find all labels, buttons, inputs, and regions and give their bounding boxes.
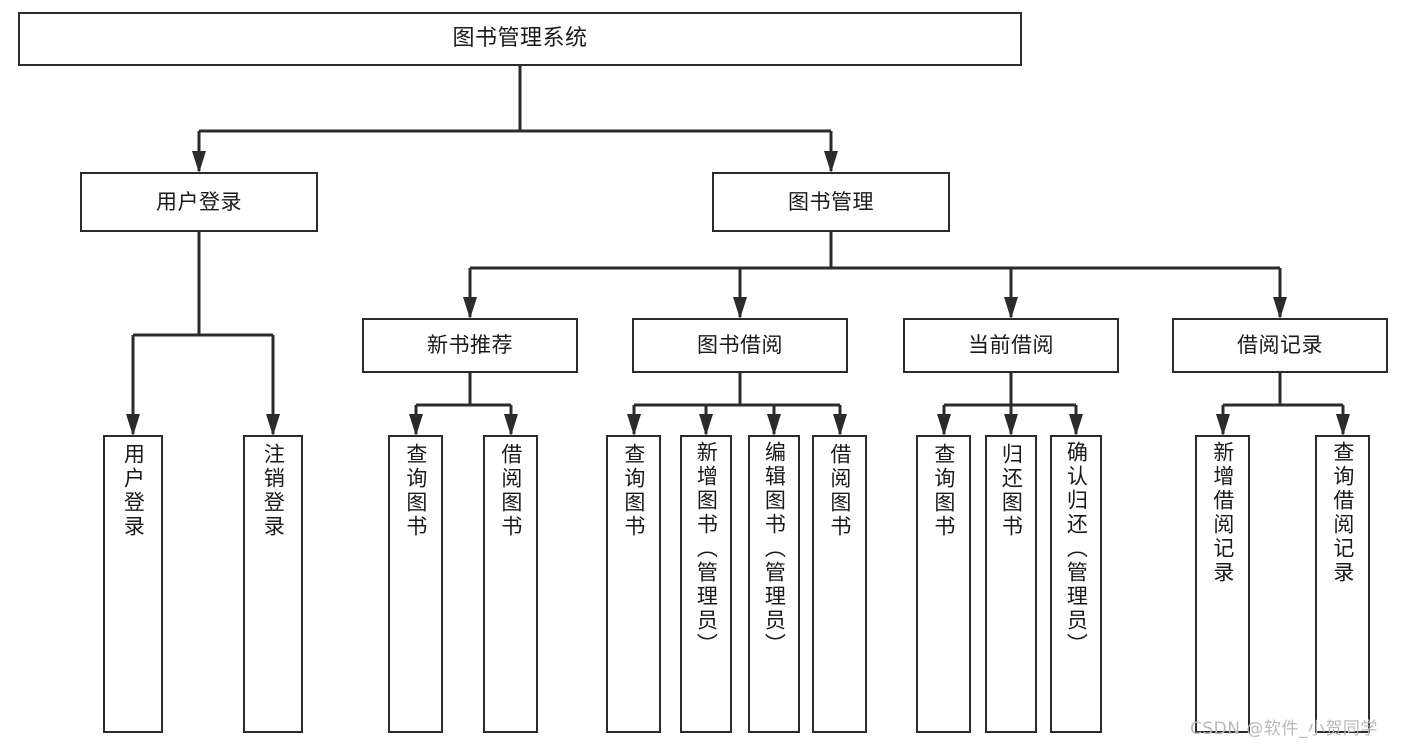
node-label: 借阅记录: [1237, 333, 1323, 358]
node-label: 新增图书（管理员）: [694, 441, 719, 657]
node-label: 确认归还（管理员）: [1064, 441, 1089, 657]
node-label: 用户登录: [121, 443, 146, 539]
node-leaf-query-record[interactable]: 查询借阅记录: [1315, 435, 1370, 733]
node-label: 注销登录: [261, 443, 286, 539]
node-label: 查询图书: [931, 443, 956, 539]
node-book-borrow[interactable]: 图书借阅: [632, 318, 848, 373]
node-label: 借阅图书: [827, 443, 852, 539]
node-label: 图书管理: [788, 189, 874, 214]
node-borrow-record[interactable]: 借阅记录: [1172, 318, 1388, 373]
node-label: 图书借阅: [697, 333, 783, 358]
node-leaf-add-record[interactable]: 新增借阅记录: [1195, 435, 1250, 733]
node-label: 查询图书: [621, 443, 646, 539]
node-label: 归还图书: [999, 443, 1024, 539]
node-new-book-rec[interactable]: 新书推荐: [362, 318, 578, 373]
node-leaf-user-login[interactable]: 用户登录: [103, 435, 163, 733]
node-user-login[interactable]: 用户登录: [80, 172, 318, 232]
node-leaf-edit-book[interactable]: 编辑图书（管理员）: [748, 435, 800, 733]
node-label: 借阅图书: [498, 443, 523, 539]
node-label: 用户登录: [156, 189, 242, 214]
node-label: 新书推荐: [427, 333, 513, 358]
node-leaf-query-book-3[interactable]: 查询图书: [916, 435, 971, 733]
watermark-text: CSDN @软件_小贺同学: [1190, 719, 1378, 739]
node-current-borrow[interactable]: 当前借阅: [903, 318, 1119, 373]
node-label: 图书管理系统: [452, 26, 588, 52]
node-label: 查询图书: [403, 443, 428, 539]
node-leaf-add-book[interactable]: 新增图书（管理员）: [680, 435, 732, 733]
node-label: 当前借阅: [968, 333, 1054, 358]
node-leaf-return-book[interactable]: 归还图书: [985, 435, 1037, 733]
node-label: 查询借阅记录: [1330, 441, 1355, 585]
node-leaf-query-book-2[interactable]: 查询图书: [606, 435, 661, 733]
node-label: 编辑图书（管理员）: [762, 441, 787, 657]
node-leaf-query-book-1[interactable]: 查询图书: [388, 435, 443, 733]
node-label: 新增借阅记录: [1210, 441, 1235, 585]
node-book-manage[interactable]: 图书管理: [712, 172, 950, 232]
node-leaf-confirm-return[interactable]: 确认归还（管理员）: [1050, 435, 1102, 733]
node-root[interactable]: 图书管理系统: [18, 12, 1022, 66]
node-leaf-borrow-book-2[interactable]: 借阅图书: [812, 435, 867, 733]
node-leaf-borrow-book-1[interactable]: 借阅图书: [483, 435, 538, 733]
node-leaf-user-logout[interactable]: 注销登录: [243, 435, 303, 733]
